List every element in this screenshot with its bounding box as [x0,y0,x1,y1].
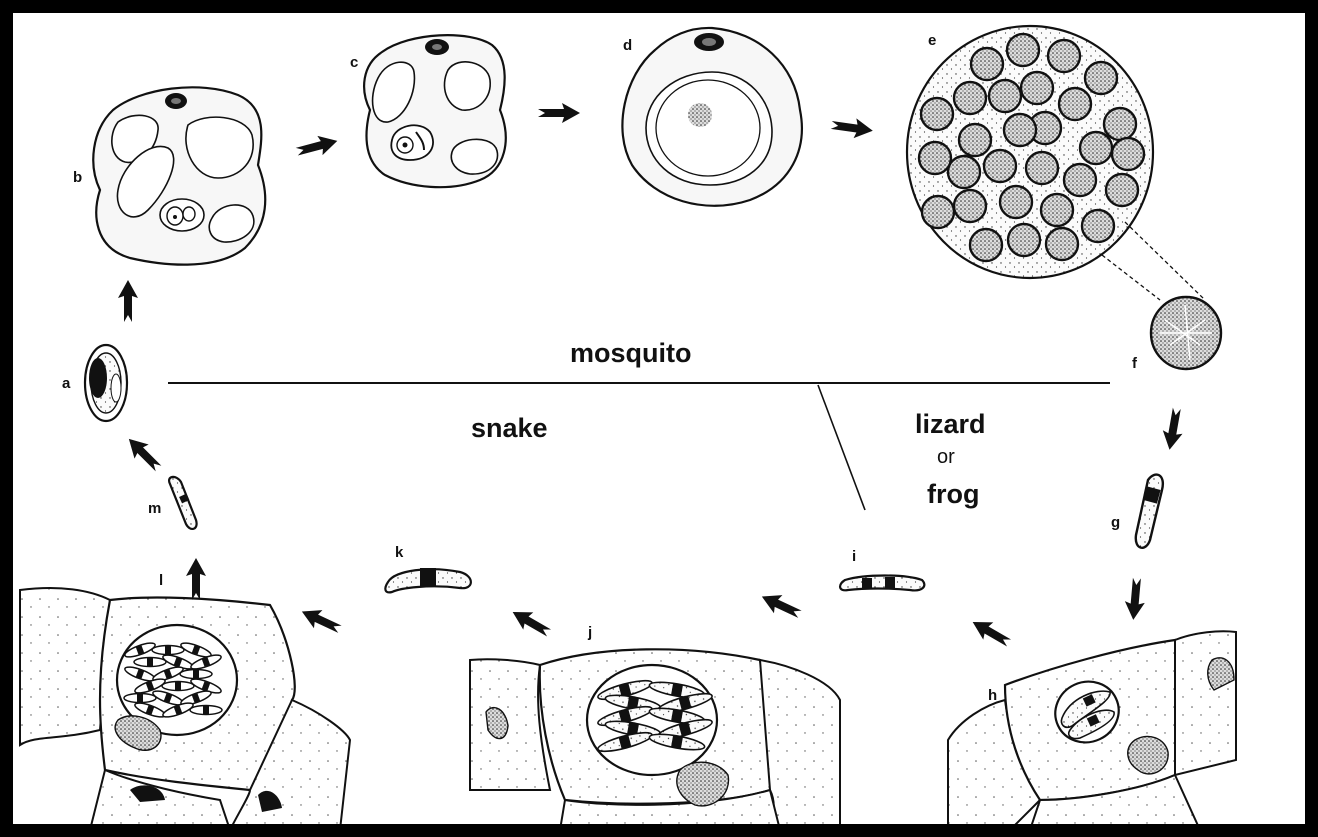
stage-m-merozoite [169,477,197,529]
region-label-snake: snake [471,413,548,443]
sporocyst [1082,210,1114,242]
region-label-or: or [937,446,955,468]
region-label-mosquito: mosquito [570,338,692,368]
merozoite-nucleus [165,646,171,654]
stage-f-sporocyst [1151,297,1221,369]
label-e: e [928,32,936,49]
stage-j-tissue [470,649,840,830]
stage-c-oocyst [364,35,506,187]
label-a: a [62,375,71,392]
label-d: d [623,37,632,54]
sporocyst [1021,72,1053,104]
label-b: b [73,169,82,186]
sporocyst [970,229,1002,261]
sporocyst [1104,108,1136,140]
cycle-arrow [118,280,138,322]
merozoite-nucleus [671,735,683,749]
region-label-lizard: lizard [915,409,986,439]
label-k: k [395,544,404,561]
cycle-arrow [298,602,345,638]
sporocyst [948,156,980,188]
sporocyst [1004,114,1036,146]
sporocyst [1000,186,1032,218]
sporocyst [1046,228,1078,260]
label-j: j [587,624,592,641]
label-h: h [988,687,997,704]
sporocyst [971,48,1003,80]
label-m: m [148,500,161,517]
sporocyst [1008,224,1040,256]
stage-b-oocyst [93,87,265,264]
sporocyst [984,150,1016,182]
sporocyst [954,82,986,114]
merozoite-nucleus [175,682,181,690]
sporocyst [1112,138,1144,170]
stage-e-oocyst [907,26,1205,300]
sporocyst [1064,164,1096,196]
stage-g-sporozoite [1136,475,1163,548]
cycle-arrow [968,613,1014,651]
sporocyst [921,98,953,130]
stage-i-merozoite [840,576,924,591]
merozoite-nucleus [147,658,153,666]
sporocyst [1080,132,1112,164]
sporocyst [959,124,991,156]
cycle-arrow [830,115,874,141]
label-c: c [350,54,358,71]
cycle-arrow [508,603,554,641]
sporocyst [922,196,954,228]
sporocyst [989,80,1021,112]
cycle-arrow [1123,577,1147,621]
label-i: i [852,548,856,565]
stage-a-gametocyte [85,345,127,421]
label-g: g [1111,514,1120,531]
merozoite-nucleus [203,706,209,714]
label-l: l [159,572,163,589]
merozoite-nucleus [671,683,683,697]
cycle-arrow [538,103,580,123]
sporocyst [1041,194,1073,226]
sporocyst [1085,62,1117,94]
stage-k-merozoite [385,568,471,592]
label-f: f [1132,355,1138,372]
merozoite-nucleus [137,694,143,702]
stage-d-oocyst [622,28,801,206]
sporocyst [1106,174,1138,206]
region-label-frog: frog [927,479,979,509]
cycle-arrow [294,131,340,161]
cycle-arrow [1160,407,1187,452]
sporocyst [919,142,951,174]
stage-h-tissue [948,631,1236,830]
merozoite-nucleus [671,709,683,723]
sporocyst [954,190,986,222]
cycle-arrow [122,432,166,476]
merozoite-nucleus [193,670,199,678]
sporocyst [1059,88,1091,120]
cycle-arrow [758,587,805,623]
sporocyst [1048,40,1080,72]
sporocyst [1007,34,1039,66]
cycle-arrow [186,558,206,600]
stage-l-tissue [20,588,350,830]
sporocyst [1026,152,1058,184]
